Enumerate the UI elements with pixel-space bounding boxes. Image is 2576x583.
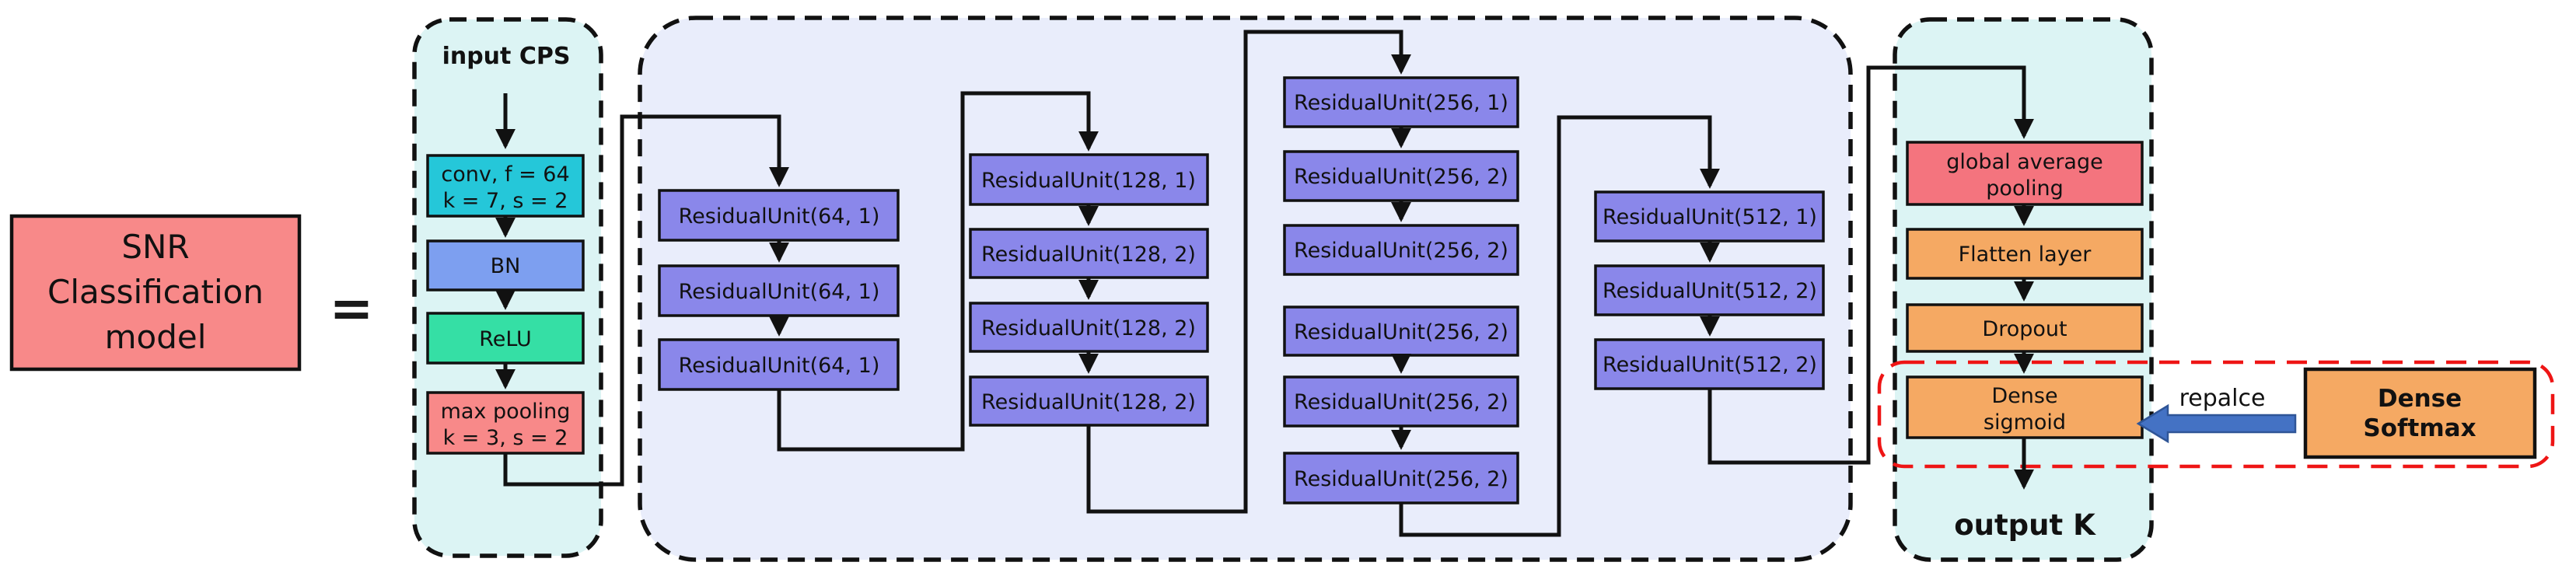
snr-model-line3: model: [105, 318, 207, 356]
dropout-label: Dropout: [1982, 317, 2067, 341]
residual-unit-box: [969, 375, 1209, 427]
residual-unit-label: ResidualUnit(64, 1): [679, 204, 880, 229]
residual-unit-label: ResidualUnit(256, 2): [1294, 390, 1508, 414]
residual-unit-box: [969, 302, 1209, 353]
residual-unit-label: ResidualUnit(256, 1): [1294, 91, 1508, 115]
residual-unit-box: [1283, 375, 1519, 428]
replace-arrow-icon: [2136, 403, 2297, 444]
connector-col4-to-output: [1707, 65, 2034, 465]
output-panel-title: output K: [1954, 508, 2096, 542]
conv-label-line2: k = 7, s = 2: [443, 189, 568, 213]
residual-unit-box: [658, 264, 900, 317]
residual-unit-label: ResidualUnit(256, 2): [1294, 165, 1508, 189]
connector-col1-to-col2: [777, 91, 1099, 452]
dense-softmax-label-line2: Softmax: [2363, 414, 2476, 442]
residual-unit-box: [969, 153, 1209, 206]
residual-unit-label: ResidualUnit(256, 2): [1294, 320, 1508, 344]
snr-model-line2: Classification: [47, 273, 264, 311]
residual-unit-label: ResidualUnit(512, 1): [1603, 205, 1817, 229]
residual-unit-label: ResidualUnit(128, 2): [981, 390, 1196, 414]
residual-unit-label: ResidualUnit(512, 2): [1603, 279, 1817, 303]
residual-unit-box: [1283, 150, 1519, 202]
replace-region-box: [1877, 360, 2555, 469]
connector-col3-to-col4: [1399, 115, 1720, 537]
residual-unit-label: ResidualUnit(64, 1): [679, 280, 880, 304]
global-avg-pooling-box: [1906, 141, 2144, 206]
residual-unit-label: ResidualUnit(128, 1): [981, 169, 1196, 193]
residual-unit-label: ResidualUnit(256, 2): [1294, 467, 1508, 491]
flatten-label: Flatten layer: [1959, 243, 2092, 267]
dense-sigmoid-label-line2: sigmoid: [1984, 410, 2066, 435]
relu-label: ReLU: [479, 327, 532, 351]
residual-unit-label: ResidualUnit(128, 2): [981, 243, 1196, 267]
bn-label: BN: [491, 254, 521, 278]
connector-col2-to-col3: [1086, 30, 1411, 514]
residual-unit-box: [1594, 190, 1825, 243]
snr-model-line1: SNR: [121, 228, 189, 266]
dense-sigmoid-label-line1: Dense: [1991, 384, 2057, 408]
max-pooling-label-line1: max pooling: [441, 400, 571, 424]
residual-unit-box: [1283, 76, 1519, 128]
residual-unit-label: ResidualUnit(512, 2): [1603, 353, 1817, 377]
replace-label: repalce: [2179, 385, 2266, 412]
dense-softmax-box: [2303, 367, 2537, 459]
dropout-box: [1906, 303, 2144, 353]
residual-unit-box: [1594, 338, 1825, 390]
relu-box: [426, 312, 585, 365]
equals-sign: =: [330, 278, 374, 340]
residual-unit-box: [1283, 305, 1519, 357]
global-avg-pooling-label-line1: global average: [1946, 150, 2102, 174]
max-pooling-label-line2: k = 3, s = 2: [443, 426, 568, 450]
snr-model-box: [9, 214, 302, 372]
residual-unit-box: [1594, 264, 1825, 316]
conv-label-line1: conv, f = 64: [441, 162, 569, 187]
residual-unit-label: ResidualUnit(128, 2): [981, 316, 1196, 340]
input-panel-title: input CPS: [442, 43, 571, 70]
connector-input-to-col1: [503, 114, 789, 487]
residual-unit-box: [1283, 452, 1519, 504]
dense-softmax-label-line1: Dense: [2378, 385, 2462, 413]
dense-sigmoid-box: [1906, 375, 2144, 439]
residual-unit-label: ResidualUnit(64, 1): [679, 354, 880, 378]
global-avg-pooling-label-line2: pooling: [1986, 176, 2063, 201]
residual-unit-box: [1283, 224, 1519, 276]
residual-unit-label: ResidualUnit(256, 2): [1294, 239, 1508, 263]
